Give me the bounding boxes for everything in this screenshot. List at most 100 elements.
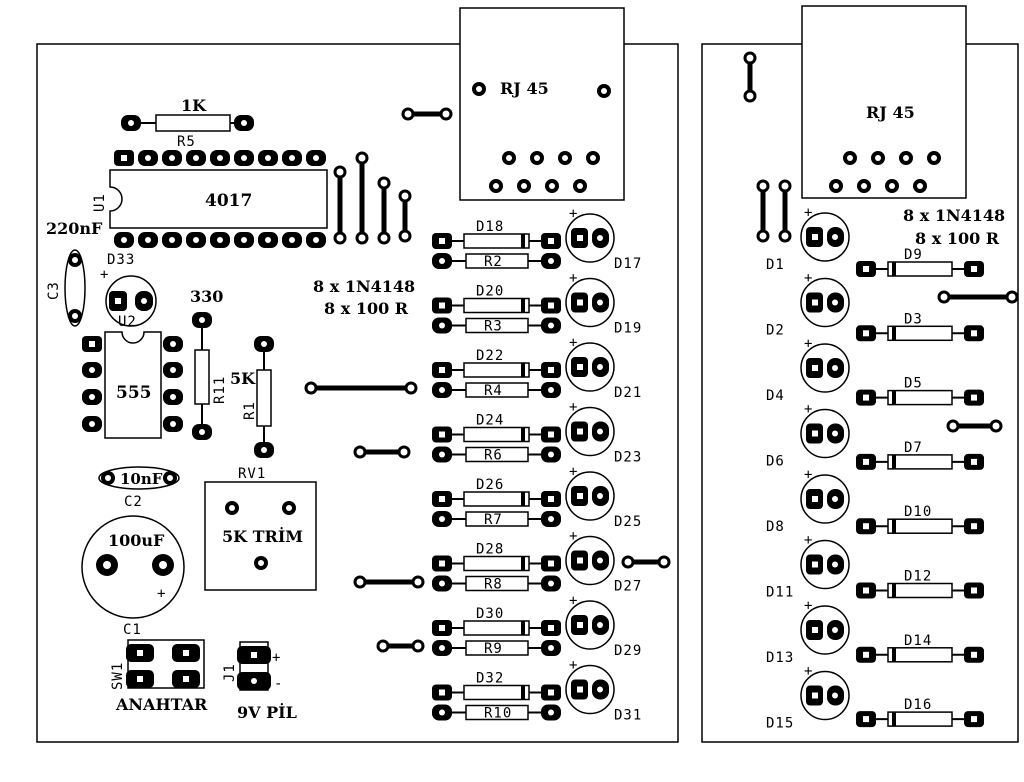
led-d2: +D2 — [766, 271, 850, 339]
r5-ref: R5 — [177, 134, 196, 150]
c1-ref: C1 — [123, 622, 142, 638]
led-d11: +D11 — [766, 533, 850, 601]
diode-ref: D16 — [904, 697, 932, 713]
led-plus: + — [804, 402, 813, 418]
ic-555-label: 555 — [116, 383, 152, 403]
resistor-r9: R9 — [432, 640, 561, 657]
left-board-outline — [36, 43, 679, 743]
ic-4017-label: 4017 — [205, 191, 252, 211]
resistor-r8: R8 — [432, 575, 561, 593]
led-d17: +D17 — [565, 206, 642, 272]
connector-j1: J1 + - 9V PİL — [222, 641, 297, 722]
led-d1: +D1 — [766, 205, 850, 273]
led-d27: +D27 — [565, 529, 641, 595]
ic-4017: 4017 U1 — [92, 150, 328, 248]
d33-ref: D33 — [107, 252, 135, 268]
led-ref: D29 — [614, 643, 642, 659]
j1-minus: - — [274, 676, 283, 692]
diode-ref: D32 — [476, 671, 504, 687]
led-d8: +D8 — [766, 467, 850, 535]
led-d23: +D23 — [565, 400, 641, 466]
led-plus: + — [569, 593, 578, 609]
diode-ref: D12 — [904, 569, 932, 585]
c1-value: 100uF — [108, 531, 165, 550]
u2-ref: U2 — [118, 314, 137, 330]
led-d25: +D25 — [565, 464, 642, 530]
diode-d30: D30 — [432, 606, 561, 636]
diode-ref: D22 — [476, 348, 504, 364]
diode-ref: D5 — [904, 376, 923, 392]
resistor-r3: R3 — [432, 317, 561, 335]
u1-ref: U1 — [92, 193, 108, 212]
led-plus: + — [804, 271, 813, 287]
j1-ref: J1 — [222, 663, 238, 682]
rj45-label-b: RJ 45 — [866, 103, 915, 122]
resistor-r6: R6 — [432, 446, 561, 464]
resistor-ref: R6 — [484, 448, 503, 464]
diode-ref: D24 — [476, 413, 504, 429]
led-ref: D4 — [766, 388, 785, 404]
resistor-ref: R3 — [484, 319, 503, 335]
diode-ref: D30 — [476, 606, 504, 622]
led-ref: D21 — [614, 385, 642, 401]
sw1-ref: SW1 — [110, 662, 126, 690]
led-plus: + — [569, 658, 578, 674]
led-plus: + — [804, 533, 813, 549]
rj45-connector-a: RJ 45 — [459, 7, 625, 201]
led-d6: +D6 — [766, 402, 850, 470]
led-plus: + — [804, 205, 813, 221]
left-note-line1: 8 x 1N4148 — [313, 277, 415, 296]
resistor-r10: R10 — [432, 704, 561, 722]
diode-d32: D32 — [432, 671, 561, 701]
resistor-r5: 1K R5 — [121, 96, 254, 150]
led-d31: + D31 — [565, 658, 642, 724]
diode-ref: D10 — [904, 504, 932, 520]
diode-d20: D20 — [432, 284, 561, 314]
d33-plus: + — [100, 267, 109, 283]
led-plus: + — [569, 335, 578, 351]
resistor-ref: R10 — [484, 706, 512, 722]
diode-d26: D26 — [432, 477, 561, 507]
resistor-r7: R7 — [432, 511, 561, 528]
led-ref: D31 — [614, 708, 642, 724]
resistor-r2: R2 — [432, 253, 561, 270]
diode-ref: D28 — [476, 542, 504, 558]
c2-ref: C2 — [124, 494, 143, 510]
led-ref: D19 — [614, 321, 642, 337]
led-plus: + — [804, 598, 813, 614]
diode-d3: D3 — [856, 311, 984, 342]
diode-d14: D14 — [856, 633, 984, 663]
rv1-ref: RV1 — [238, 466, 266, 482]
r11-ref: R11 — [212, 376, 228, 404]
led-ref: D25 — [614, 514, 642, 530]
led-plus: + — [569, 529, 578, 545]
led-ref: D17 — [614, 256, 642, 272]
led-ref: D13 — [766, 650, 794, 666]
resistor-r4: R4 — [432, 382, 561, 399]
led-d4: +D4 — [766, 336, 850, 404]
right-note-line1: 8 x 1N4148 — [903, 206, 1005, 225]
left-note-line2: 8 x 100 R — [324, 299, 409, 318]
diode-ref: D18 — [476, 219, 504, 235]
led-d33: D33 + U2 — [100, 252, 157, 330]
resistor-ref: R7 — [484, 512, 503, 528]
resistor-ref: R9 — [484, 641, 503, 657]
rj45-label-a: RJ 45 — [500, 79, 549, 98]
left-jumper-pads — [304, 107, 671, 653]
diode-d5: D5 — [856, 376, 984, 406]
capacitor-c2: 10nF C2 — [98, 466, 180, 510]
trimmer-rv1: RV1 5K TRİM — [204, 466, 317, 591]
diode-d7: D7 — [856, 440, 984, 470]
resistor-ref: R4 — [484, 383, 503, 399]
diode-d12: D12 — [856, 569, 984, 599]
